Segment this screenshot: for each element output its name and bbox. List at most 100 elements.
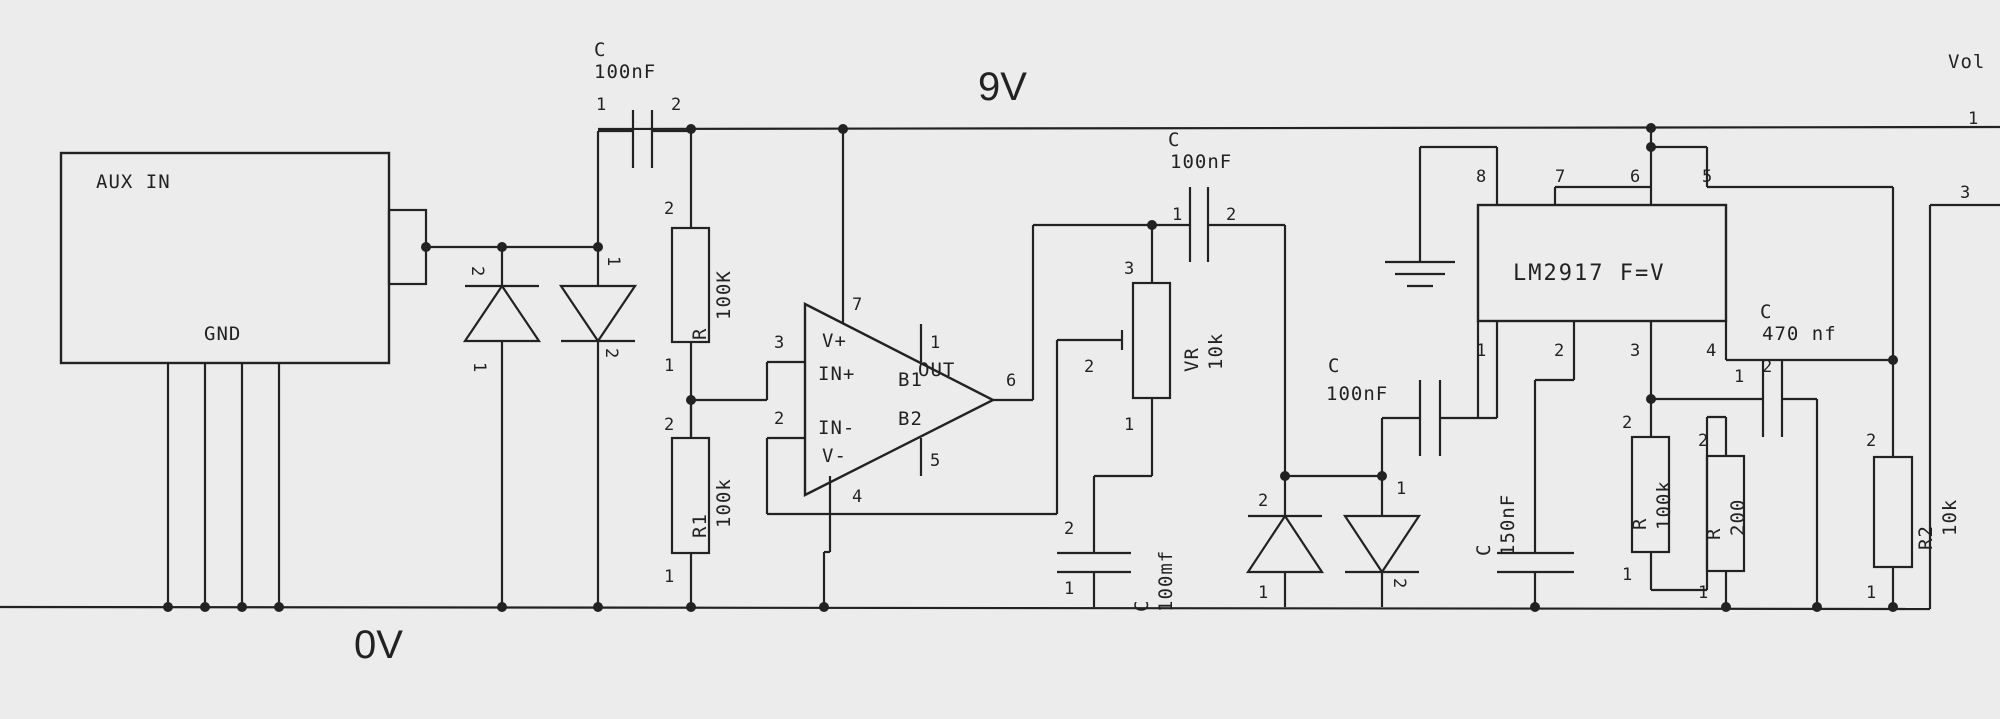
c-low-value: 100mf [1155, 550, 1177, 612]
opamp-pin4: 4 [852, 487, 862, 507]
opamp-b2: B2 [898, 408, 923, 430]
r200-pin-top: 2 [1698, 431, 1708, 451]
junction [686, 124, 696, 134]
ic-pin2: 2 [1554, 341, 1564, 361]
junction [1147, 220, 1157, 230]
junction [1888, 355, 1898, 365]
c150-ref: C [1473, 544, 1495, 556]
d2-pin-bot: 2 [601, 348, 621, 358]
c-input-pin2: 2 [671, 95, 681, 115]
r1-value: 100k [713, 478, 735, 528]
junction [200, 602, 210, 612]
capacitor-c470: C 470 nf 1 2 [1734, 301, 1837, 607]
c-couple-ref: C [1328, 355, 1340, 377]
c470-pin1: 1 [1734, 367, 1744, 387]
d2-pin-top: 1 [603, 256, 623, 266]
opamp-b1: B1 [898, 369, 923, 391]
opamp-pin1: 1 [930, 333, 940, 353]
rail-9v-label: 9V [978, 65, 1027, 109]
r100k-pin-bot: 1 [1622, 565, 1632, 585]
r200-ref: R [1703, 528, 1725, 540]
c-input-pin1: 1 [596, 95, 606, 115]
junction [1721, 602, 1731, 612]
c-low-pin1: 1 [1064, 579, 1074, 599]
rail-0v: 0V [0, 605, 1931, 667]
out-pin1: 1 [1968, 109, 1978, 129]
junction [1888, 602, 1898, 612]
c470-value: 470 nf [1762, 323, 1837, 345]
c-couple-value: 100nF [1326, 383, 1388, 405]
c-mid-pin1: 1 [1172, 205, 1182, 225]
opamp-pin5: 5 [930, 451, 940, 471]
aux-in-block: AUX IN GND [59, 151, 598, 607]
r-top-value: 100K [713, 270, 735, 320]
c470-pin2: 2 [1762, 357, 1772, 377]
c-input-value: 100nF [594, 61, 656, 83]
opamp-out: OUT [918, 359, 955, 381]
junction [686, 395, 696, 405]
d1-pin-bot: 1 [469, 362, 489, 372]
junction [497, 242, 507, 252]
potentiometer-vr: VR 10k 3 2 1 [1055, 225, 1227, 514]
junction [1377, 471, 1387, 481]
opamp-pin6: 6 [1006, 371, 1016, 391]
vr-pin3: 3 [1124, 259, 1134, 279]
ic-label: LM2917 F=V [1513, 261, 1665, 286]
resistor-r2: R2 10k 2 1 [1866, 431, 1961, 607]
out-pin3: 3 [1960, 183, 1970, 203]
resistor-r1: R1 100k 2 1 [664, 400, 735, 607]
opamp-pin3: 3 [774, 333, 784, 353]
ic-pin5: 5 [1702, 167, 1712, 187]
d4-pin-top: 1 [1396, 479, 1406, 499]
junction [1646, 123, 1656, 133]
junction [1646, 142, 1656, 152]
junction [1280, 471, 1290, 481]
vr-ref: VR [1181, 347, 1203, 372]
ic-pin8: 8 [1476, 167, 1486, 187]
opamp-inminus: IN- [818, 417, 855, 439]
junction [838, 124, 848, 134]
diode-d1: 2 1 [462, 247, 542, 607]
out-label: Vol [1948, 51, 1985, 73]
junction [1530, 602, 1540, 612]
r2-ref: R2 [1915, 525, 1937, 550]
capacitor-c-input: C 100nF 1 2 [594, 39, 690, 247]
ic-pin1: 1 [1476, 341, 1486, 361]
ic-pin7: 7 [1555, 167, 1565, 187]
opamp-inplus: IN+ [818, 363, 855, 385]
junction [686, 602, 696, 612]
junction [237, 602, 247, 612]
junction [163, 602, 173, 612]
r2-value: 10k [1939, 499, 1961, 536]
r-top-pin-bot: 1 [664, 356, 674, 376]
junction [1646, 394, 1656, 404]
vr-pin1: 1 [1124, 415, 1134, 435]
ic-pin4: 4 [1706, 341, 1716, 361]
junction-dots [163, 123, 1898, 612]
diode-d4: 1 2 [1342, 476, 1422, 607]
ic-pin6: 6 [1630, 167, 1640, 187]
capacitor-c-low: 2 1 C 100mf [1057, 474, 1177, 612]
r-top-ref: R [689, 328, 711, 340]
r200-pin-bot: 1 [1698, 583, 1708, 603]
r2-pin-top: 2 [1866, 431, 1876, 451]
junction [274, 602, 284, 612]
rail-0v-label: 0V [354, 623, 403, 667]
d4-pin-bot: 2 [1389, 578, 1409, 588]
capacitor-c150: C 150nF [1473, 494, 1574, 607]
aux-in-title: AUX IN [96, 171, 171, 193]
c-low-ref: C [1131, 600, 1153, 612]
r100k-value: 100k [1653, 480, 1675, 530]
vr-value: 10k [1205, 333, 1227, 370]
r100k-ref: R [1629, 518, 1651, 530]
opamp-pin7: 7 [852, 295, 862, 315]
r1-pin-top: 2 [664, 415, 674, 435]
junction [421, 242, 431, 252]
capacitor-c-couple: C 100nF [1326, 321, 1480, 476]
aux-gnd-label: GND [204, 323, 241, 345]
diode-d2: 1 2 [558, 247, 638, 607]
junction [593, 602, 603, 612]
r100k-pin-top: 2 [1622, 413, 1632, 433]
c150-value: 150nF [1497, 494, 1519, 556]
